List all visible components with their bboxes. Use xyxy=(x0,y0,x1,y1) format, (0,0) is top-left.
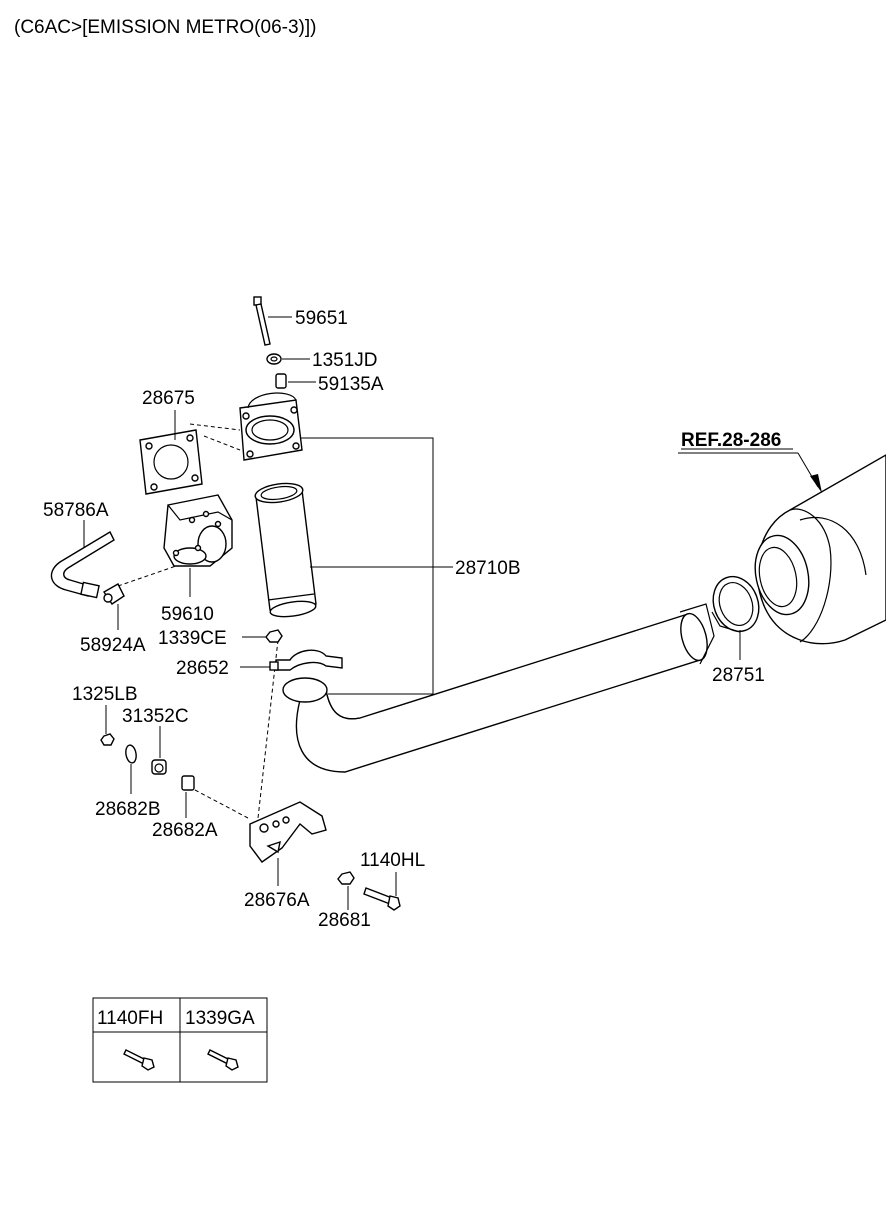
leader-28710B xyxy=(300,437,453,695)
gasket-28675[interactable] xyxy=(139,429,203,495)
hanger-28652[interactable] xyxy=(269,649,343,671)
spacer-59135A[interactable] xyxy=(275,373,287,389)
bolt-1339GA-icon xyxy=(207,1049,239,1071)
flex-pipe-28710B[interactable] xyxy=(254,481,317,619)
label-59135A[interactable]: 59135A xyxy=(318,374,384,395)
bracket-28676A[interactable] xyxy=(249,801,327,863)
washer-1351JD[interactable] xyxy=(266,353,282,365)
legend-col-1140FH: 1140FH xyxy=(97,1008,163,1029)
valve-59610[interactable] xyxy=(163,494,233,567)
label-28675[interactable]: 28675 xyxy=(142,388,195,409)
part-labels: 59651 1351JD 59135A 28675 58786A 28710B … xyxy=(43,308,765,931)
washer-31352C[interactable] xyxy=(151,759,167,775)
legend-col-1339GA: 1339GA xyxy=(185,1008,255,1029)
hose-58786A[interactable] xyxy=(50,531,115,599)
label-28676A[interactable]: 28676A xyxy=(244,890,310,911)
exhaust-pipe[interactable] xyxy=(282,603,715,773)
reference-callout[interactable]: REF.28-286 xyxy=(678,430,822,493)
label-31352C[interactable]: 31352C xyxy=(122,706,189,727)
label-59651[interactable]: 59651 xyxy=(295,308,348,329)
fastener-legend-table: 1140FH 1339GA xyxy=(92,997,268,1083)
label-58924A[interactable]: 58924A xyxy=(80,635,146,656)
muffler[interactable] xyxy=(748,454,886,645)
label-28682B[interactable]: 28682B xyxy=(95,799,161,820)
label-1339CE[interactable]: 1339CE xyxy=(158,628,227,649)
diagram-title: (C6AC>[EMISSION METRO(06-3)]) xyxy=(14,17,316,38)
label-58786A[interactable]: 58786A xyxy=(43,500,109,521)
label-28751[interactable]: 28751 xyxy=(712,665,765,686)
label-1325LB[interactable]: 1325LB xyxy=(72,684,138,705)
washer-28682B[interactable] xyxy=(125,744,138,764)
nut-1339CE[interactable] xyxy=(265,629,283,643)
nut-28681[interactable] xyxy=(337,871,355,885)
bolt-1140FH-icon xyxy=(123,1049,155,1071)
label-28681[interactable]: 28681 xyxy=(318,910,371,931)
bolt-1325LB[interactable] xyxy=(100,733,115,746)
label-28682A[interactable]: 28682A xyxy=(152,820,218,841)
label-59610[interactable]: 59610 xyxy=(161,604,214,625)
bolt-1140HL[interactable] xyxy=(363,887,401,911)
label-28710B[interactable]: 28710B xyxy=(455,558,521,579)
sleeve-28682A[interactable] xyxy=(181,775,195,791)
leaders xyxy=(83,316,741,910)
label-28652[interactable]: 28652 xyxy=(176,658,229,679)
reference-label: REF.28-286 xyxy=(681,430,781,451)
label-1351JD[interactable]: 1351JD xyxy=(312,350,378,371)
label-1140HL[interactable]: 1140HL xyxy=(360,850,425,871)
fitting-58924A[interactable] xyxy=(103,583,125,605)
flange-upper[interactable] xyxy=(239,392,303,461)
bolt-59651[interactable] xyxy=(253,296,271,346)
clamp-28751[interactable] xyxy=(706,570,766,638)
